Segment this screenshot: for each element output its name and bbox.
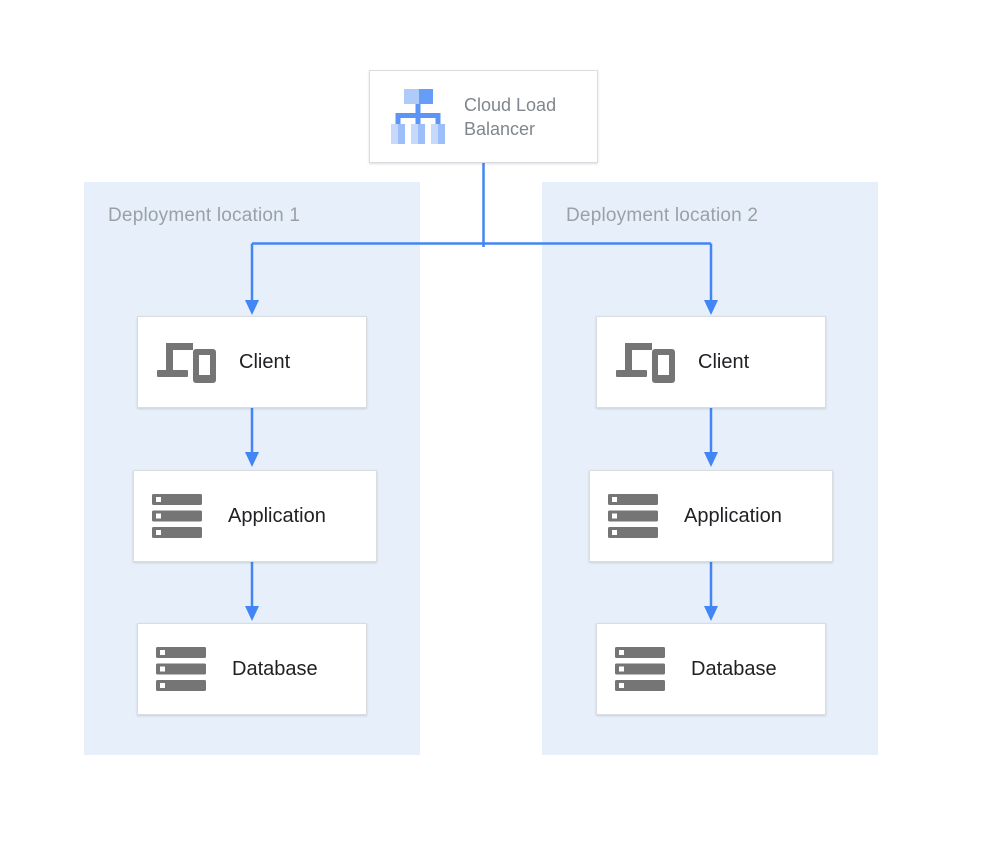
- node-label: Client: [698, 350, 750, 373]
- node-label: Database: [691, 657, 777, 680]
- node-label: Client: [239, 350, 291, 373]
- zone-label: Deployment location 2: [566, 205, 759, 226]
- server-stack-icon: [152, 494, 202, 538]
- node-client-1: Client: [137, 316, 367, 408]
- node-application-2: Application: [589, 470, 833, 562]
- node-label: Application: [228, 504, 326, 527]
- server-stack-icon: [615, 647, 665, 691]
- server-stack-icon: [156, 647, 206, 691]
- node-database-2: Database: [596, 623, 826, 715]
- load-balancer-label: Cloud Load Balancer: [464, 94, 557, 139]
- devices-icon: [156, 341, 217, 384]
- server-stack-icon: [608, 494, 658, 538]
- load-balancer-node: Cloud Load Balancer: [369, 70, 598, 163]
- zone-label: Deployment location 1: [108, 205, 301, 226]
- node-label: Application: [684, 504, 782, 527]
- node-label: Database: [232, 657, 318, 680]
- node-application-1: Application: [133, 470, 377, 562]
- load-balancer-icon: [390, 88, 446, 146]
- devices-icon: [615, 341, 676, 384]
- node-database-1: Database: [137, 623, 367, 715]
- node-client-2: Client: [596, 316, 826, 408]
